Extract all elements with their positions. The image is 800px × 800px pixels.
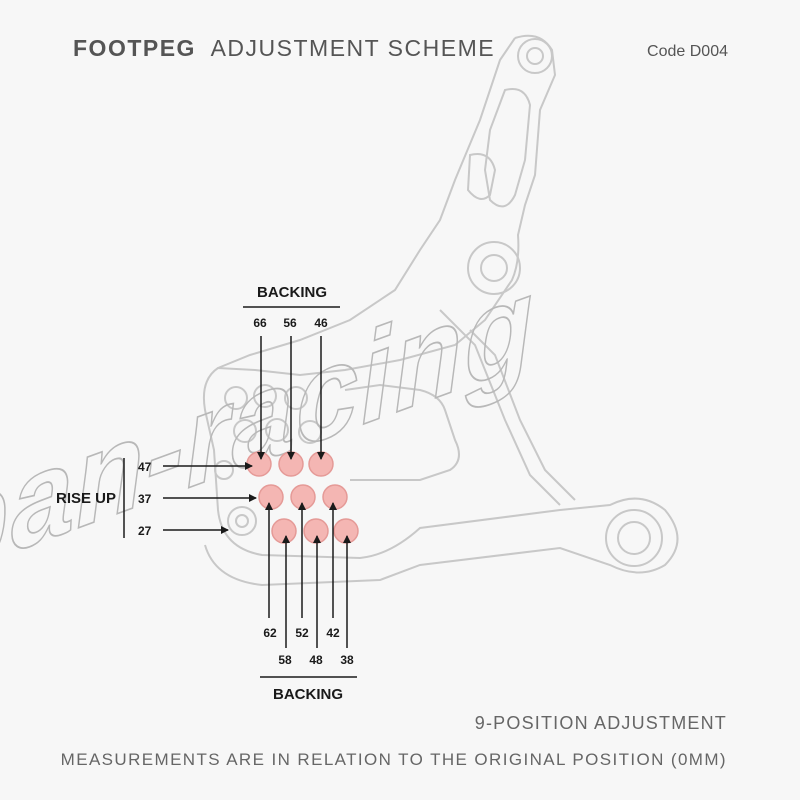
page-title-rest: ADJUSTMENT SCHEME <box>211 35 496 61</box>
code-label: Code D004 <box>647 43 728 60</box>
rise-up-values: 47 37 27 <box>138 460 152 538</box>
hole-bottom-right <box>333 518 359 544</box>
backing-bottom-value-58: 58 <box>278 653 292 667</box>
backing-top-value-56: 56 <box>283 316 297 330</box>
backing-bottom-value-38: 38 <box>340 653 354 667</box>
backing-bottom-value-52: 52 <box>295 626 309 640</box>
hole-bottom-center <box>303 518 329 544</box>
backing-bottom-value-62: 62 <box>263 626 277 640</box>
measurements-note: MEASUREMENTS ARE IN RELATION TO THE ORIG… <box>61 750 727 769</box>
backing-top-value-46: 46 <box>314 316 328 330</box>
rise-up-value-27: 27 <box>138 524 152 538</box>
backing-bottom-arrows <box>265 502 351 648</box>
rise-up-label: RISE UP <box>56 490 116 507</box>
backing-top-value-66: 66 <box>253 316 267 330</box>
footpeg-bracket <box>202 34 679 587</box>
adjustment-holes <box>246 451 359 544</box>
positions-caption: 9-POSITION ADJUSTMENT <box>475 713 727 733</box>
backing-bottom-values-row1: 62 52 42 <box>263 626 340 640</box>
hole-mid-right <box>322 484 348 510</box>
rise-up-arrows <box>163 462 257 534</box>
backing-bottom-value-48: 48 <box>309 653 323 667</box>
backing-top-values: 66 56 46 <box>253 316 328 330</box>
hole-top-left <box>246 451 272 477</box>
backing-bottom-values-row2: 58 48 38 <box>278 653 354 667</box>
hole-bottom-left <box>271 518 297 544</box>
page-title-bold: FOOTPEG <box>73 35 196 61</box>
backing-bottom-label: BACKING <box>273 686 343 703</box>
backing-top-label: BACKING <box>257 284 327 301</box>
hole-mid-left <box>258 484 284 510</box>
hole-mid-center <box>290 484 316 510</box>
rise-up-value-37: 37 <box>138 492 152 506</box>
backing-top-arrows <box>257 336 325 460</box>
page-title: FOOTPEG ADJUSTMENT SCHEME <box>73 35 495 61</box>
backing-bottom-value-42: 42 <box>326 626 340 640</box>
rise-up-value-47: 47 <box>138 460 152 474</box>
